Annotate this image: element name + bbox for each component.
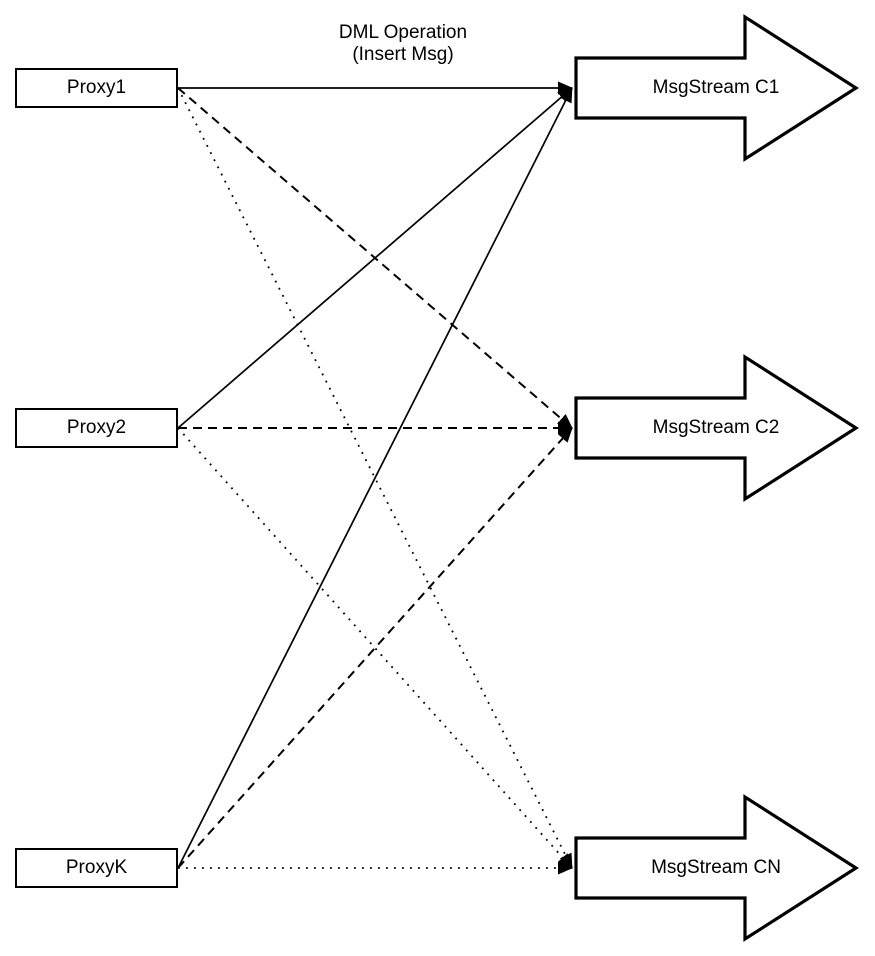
edge-proxyk-c2-dashed — [177, 427, 573, 869]
msgstream-c1-arrow — [574, 14, 859, 162]
diagram-title-line2: (Insert Msg) — [352, 44, 454, 65]
edge-proxyk-c1-solid — [177, 87, 573, 869]
edge-layer — [177, 81, 573, 875]
edge-proxy1-cn-dotted — [177, 87, 573, 869]
node-proxy1-label: Proxy1 — [66, 77, 127, 98]
node-proxyk-label: ProxyK — [65, 857, 128, 878]
node-proxyk: ProxyK — [15, 848, 178, 888]
diagram-title-line1: DML Operation — [338, 22, 468, 43]
edge-proxy1-c2-dashed — [177, 87, 573, 429]
node-proxy2: Proxy2 — [15, 408, 178, 448]
msgstream-cn-arrow — [574, 794, 859, 942]
diagram-title: DML Operation (Insert Msg) — [298, 22, 508, 66]
msgstream-c2-arrow — [574, 354, 859, 502]
node-proxy2-label: Proxy2 — [66, 417, 127, 438]
node-proxy1: Proxy1 — [15, 68, 178, 108]
